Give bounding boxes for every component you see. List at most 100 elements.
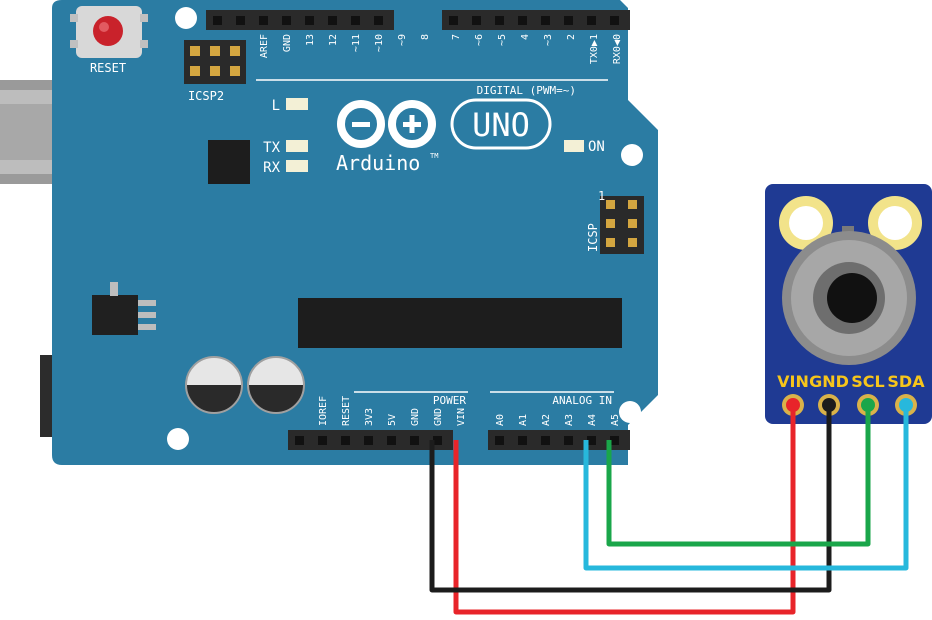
header-pin-socket [318, 436, 327, 445]
led-tx-label: TX [263, 140, 280, 156]
module-pin-label: SCL [851, 372, 884, 391]
header-pin-socket [518, 436, 527, 445]
header-pin-socket [328, 16, 337, 25]
header-pin-socket [351, 16, 360, 25]
header-pin-socket [213, 16, 222, 25]
led-rx-label: RX [263, 160, 280, 176]
module-pin-label: GND [809, 372, 849, 391]
header-pin-socket [374, 16, 383, 25]
header-pin-socket [387, 436, 396, 445]
pin-label: GND [433, 408, 444, 426]
pin-label: ~10 [374, 34, 385, 52]
wire-sda [583, 408, 909, 571]
header-pin-socket [518, 16, 527, 25]
icsp2-header [184, 40, 246, 84]
pin-label: ~5 [497, 34, 508, 46]
module-pin-hole [899, 398, 913, 412]
header-pin-socket [282, 16, 291, 25]
pin-label: RESET [341, 396, 352, 426]
module-pin-pads [782, 394, 917, 416]
digital-label: DIGITAL (PWM=~) [477, 84, 576, 97]
pin-label: 5V [387, 414, 398, 426]
uno-logo-text: UNO [472, 106, 530, 144]
arduino-logo [337, 98, 552, 150]
pin-label: 12 [328, 34, 339, 46]
led-l [286, 98, 308, 110]
mounting-hole [167, 428, 189, 450]
header-pin-socket [410, 436, 419, 445]
pin-label: ~6 [474, 34, 485, 46]
trademark: TM [430, 152, 438, 160]
icsp-label: ICSP [586, 223, 600, 252]
usb-chip [208, 140, 250, 184]
pin-label: 4 [520, 34, 531, 40]
pin-label: TX0▶1 [589, 34, 600, 64]
pin-label: VIN [456, 408, 467, 426]
digital-header-left-body [206, 10, 394, 30]
pin-label: A2 [541, 414, 552, 426]
arduino-board [52, 0, 658, 465]
header-pin-socket [495, 16, 504, 25]
icsp-header [600, 196, 644, 254]
header-pin-socket [587, 16, 596, 25]
reset-label: RESET [90, 61, 126, 75]
pin-label: 3V3 [364, 408, 375, 426]
wire-scl [606, 408, 871, 547]
pin-label: A0 [495, 414, 506, 426]
pin-label: ~3 [543, 34, 554, 46]
header-pin-socket [587, 436, 596, 445]
module-pin-label: VIN [777, 372, 809, 391]
mounting-hole [621, 144, 643, 166]
led-l-label: L [272, 98, 280, 114]
led-on-label: ON [588, 139, 605, 155]
mounting-hole [175, 7, 197, 29]
header-pin-socket [364, 436, 373, 445]
header-pin-socket [259, 16, 268, 25]
pin-label: ~9 [397, 34, 408, 46]
header-pin-socket [236, 16, 245, 25]
wire-gnd [429, 408, 832, 593]
power-label: POWER [433, 394, 466, 407]
voltage-regulator [92, 282, 156, 335]
led-tx [286, 140, 308, 152]
power-header [288, 430, 453, 450]
capacitor [247, 356, 305, 414]
header-pin-socket [610, 16, 619, 25]
pin-label: 8 [420, 34, 431, 40]
wire-vin [453, 408, 796, 615]
digital-header-right-body [442, 10, 630, 30]
mounting-hole [619, 401, 641, 423]
pin-label: 7 [451, 34, 462, 40]
module-pin-hole [786, 398, 800, 412]
header-pin-socket [295, 436, 304, 445]
reset-button[interactable] [70, 6, 148, 58]
pin-label: A4 [587, 414, 598, 426]
capacitor [185, 356, 243, 414]
header-pin-socket [610, 436, 619, 445]
pin-label: AREF [259, 34, 270, 58]
analog-header [488, 430, 630, 450]
icsp-pin1: 1 [598, 189, 605, 203]
icsp2-label: ICSP2 [188, 89, 224, 103]
pin-label: A5 [610, 414, 621, 426]
header-pin-socket [564, 436, 573, 445]
header-pin-socket [541, 16, 550, 25]
header-pin-socket [472, 16, 481, 25]
pin-label: GND [282, 34, 293, 52]
brand-label: Arduino [336, 151, 420, 175]
led-on [564, 140, 584, 152]
header-pin-socket [564, 16, 573, 25]
header-pin-socket [341, 436, 350, 445]
header-pin-socket [449, 16, 458, 25]
header-pin-socket [541, 436, 550, 445]
pin-label: IOREF [318, 396, 329, 426]
pin-label: 2 [566, 34, 577, 40]
module-pin-hole [822, 398, 836, 412]
microcontroller-chip [298, 298, 622, 348]
